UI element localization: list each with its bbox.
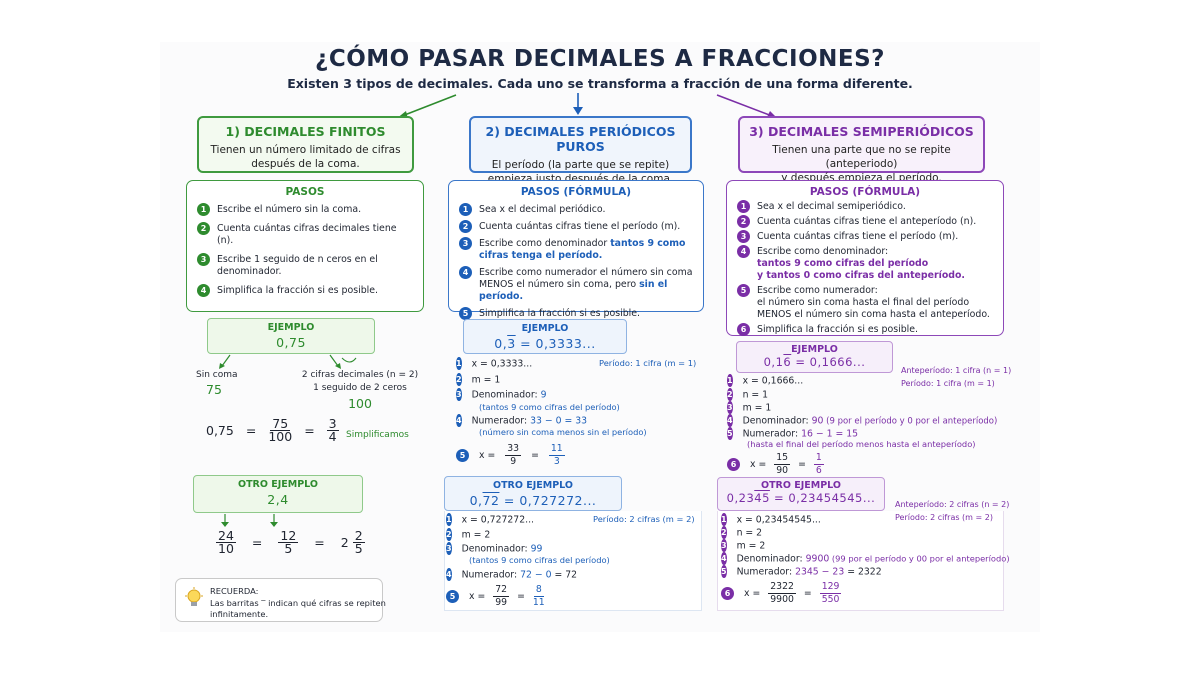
semi-example-box: EJEMPLO 0,16 = 0,1666...	[736, 341, 893, 373]
arrow-icon-finitos	[219, 354, 357, 369]
puros-example-box: EJEMPLO 0,3 = 0,3333...	[463, 319, 627, 354]
finitos-header: 1) DECIMALES FINITOS Tienen un número li…	[197, 116, 414, 173]
semi-steps-title: PASOS (FÓRMULA)	[809, 186, 921, 198]
puros-header: 2) DECIMALES PERIÓDICOS PUROS El período…	[469, 116, 692, 185]
recuerda-box: RECUERDA: Las barritas ‾ indican qué cif…	[175, 578, 386, 622]
puros-header-title: 2) DECIMALES PERIÓDICOS PUROS	[485, 124, 676, 154]
finitos-steps-title: PASOS	[285, 186, 325, 198]
puros-other-example-panel	[444, 511, 702, 611]
page-subtitle: Existen 3 tipos de decimales. Cada uno s…	[287, 76, 913, 91]
arrow-icon-center	[573, 93, 583, 115]
page-title: ¿CÓMO PASAR DECIMALES A FRACCIONES?	[315, 46, 885, 72]
sin-coma-value: 75	[206, 382, 222, 397]
recuerda-text-2: infinitamente.	[210, 609, 269, 619]
ceros-value: 100	[348, 396, 372, 411]
puros-steps-title: PASOS (FÓRMULA)	[520, 186, 632, 198]
lightbulb-icon	[185, 587, 203, 606]
puros-periodo-note: Período: 1 cifra (m = 1)	[599, 358, 697, 368]
semi-header-title: 3) DECIMALES SEMIPERIÓDICOS	[749, 124, 974, 139]
finitos-other-example-box: OTRO EJEMPLO 2,4	[193, 475, 363, 513]
simplificamos-label: Simplificamos	[346, 430, 409, 440]
recuerda-title: RECUERDA:	[210, 586, 259, 596]
finitos-example-box: EJEMPLO 0,75	[207, 318, 375, 354]
finitos-header-title: 1) DECIMALES FINITOS	[225, 124, 386, 139]
semi-other-example-panel	[717, 511, 1004, 611]
finitos-desc-2: después de la coma.	[251, 158, 360, 170]
sin-coma-label: Sin coma	[196, 370, 238, 380]
cifras-label: 2 cifras decimales (n = 2)	[301, 370, 419, 380]
recuerda-text-1: Las barritas ‾ indican qué cifras se rep…	[210, 598, 386, 608]
arrow-icon-finitos-2	[221, 514, 278, 527]
puros-other-example-box: OTRO EJEMPLO 0,72 = 0,727272...	[444, 476, 622, 511]
finitos-example-value: 0,75	[276, 335, 306, 350]
semiperiodicos-header: 3) DECIMALES SEMIPERIÓDICOS Tienen una p…	[738, 116, 985, 184]
ceros-label: 1 seguido de 2 ceros	[313, 383, 407, 393]
semi-other-example-box: OTRO EJEMPLO 0,2345 = 0,23454545...	[717, 477, 885, 511]
finitos-desc-1: Tienen un número limitado de cifras	[210, 144, 401, 156]
